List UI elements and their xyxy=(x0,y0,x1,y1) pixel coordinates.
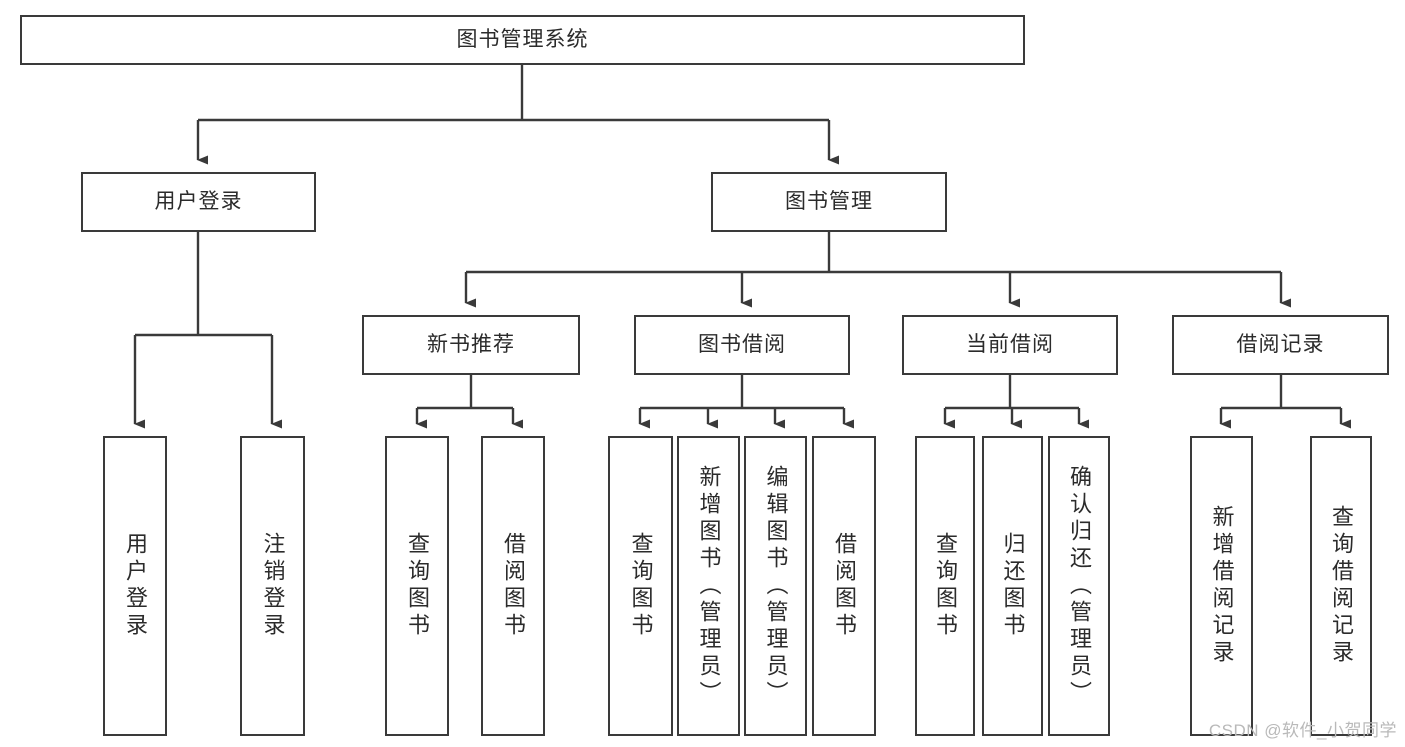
node-book-borrow-label: 图书借阅 xyxy=(698,332,786,356)
watermark-text: CSDN @软件_小贺同学 xyxy=(1208,721,1397,740)
node-leaf-return-book-label: 归还图书 xyxy=(1000,532,1026,640)
node-user-login-label: 用户登录 xyxy=(154,189,243,213)
node-leaf-query-book-current[interactable]: 查询图书 xyxy=(915,436,975,736)
node-leaf-edit-book-admin-label: 编辑图书（管理员） xyxy=(763,464,789,708)
node-leaf-user-login[interactable]: 用户登录 xyxy=(103,436,167,736)
node-leaf-return-book[interactable]: 归还图书 xyxy=(982,436,1043,736)
node-user-login[interactable]: 用户登录 xyxy=(81,172,316,232)
node-leaf-borrow-book-recommend-label: 借阅图书 xyxy=(501,532,526,640)
node-leaf-add-book-admin[interactable]: 新增图书（管理员） xyxy=(677,436,740,736)
node-leaf-query-book-recommend-label: 查询图书 xyxy=(405,532,430,640)
node-book-management-label: 图书管理 xyxy=(785,189,873,213)
node-leaf-logout-login-label: 注销登录 xyxy=(260,532,286,640)
node-leaf-user-login-label: 用户登录 xyxy=(123,532,148,640)
node-leaf-query-borrow-record-label: 查询借阅记录 xyxy=(1329,505,1354,667)
node-leaf-borrow-book-recommend[interactable]: 借阅图书 xyxy=(481,436,545,736)
node-current-borrow-label: 当前借阅 xyxy=(966,332,1054,356)
node-leaf-edit-book-admin[interactable]: 编辑图书（管理员） xyxy=(744,436,807,736)
node-leaf-add-borrow-record-label: 新增借阅记录 xyxy=(1209,505,1235,667)
node-borrow-record[interactable]: 借阅记录 xyxy=(1172,315,1389,375)
node-leaf-borrow-book-label: 借阅图书 xyxy=(832,532,857,640)
node-borrow-record-label: 借阅记录 xyxy=(1236,332,1325,356)
node-leaf-add-borrow-record[interactable]: 新增借阅记录 xyxy=(1190,436,1253,736)
node-leaf-query-book-current-label: 查询图书 xyxy=(933,532,958,640)
node-current-borrow[interactable]: 当前借阅 xyxy=(902,315,1118,375)
node-root[interactable]: 图书管理系统 xyxy=(20,15,1025,65)
node-book-borrow[interactable]: 图书借阅 xyxy=(634,315,850,375)
node-leaf-confirm-return-admin[interactable]: 确认归还（管理员） xyxy=(1048,436,1110,736)
node-leaf-query-book-borrow-label: 查询图书 xyxy=(628,532,654,640)
node-leaf-confirm-return-admin-label: 确认归还（管理员） xyxy=(1067,464,1092,708)
node-new-book-recommend[interactable]: 新书推荐 xyxy=(362,315,580,375)
node-leaf-borrow-book[interactable]: 借阅图书 xyxy=(812,436,876,736)
node-leaf-query-borrow-record[interactable]: 查询借阅记录 xyxy=(1310,436,1372,736)
node-leaf-query-book-recommend[interactable]: 查询图书 xyxy=(385,436,449,736)
node-book-management[interactable]: 图书管理 xyxy=(711,172,947,232)
node-leaf-add-book-admin-label: 新增图书（管理员） xyxy=(696,464,722,708)
node-leaf-query-book-borrow[interactable]: 查询图书 xyxy=(608,436,673,736)
node-leaf-logout-login[interactable]: 注销登录 xyxy=(240,436,305,736)
node-root-label: 图书管理系统 xyxy=(456,27,589,51)
node-new-book-recommend-label: 新书推荐 xyxy=(427,332,515,356)
